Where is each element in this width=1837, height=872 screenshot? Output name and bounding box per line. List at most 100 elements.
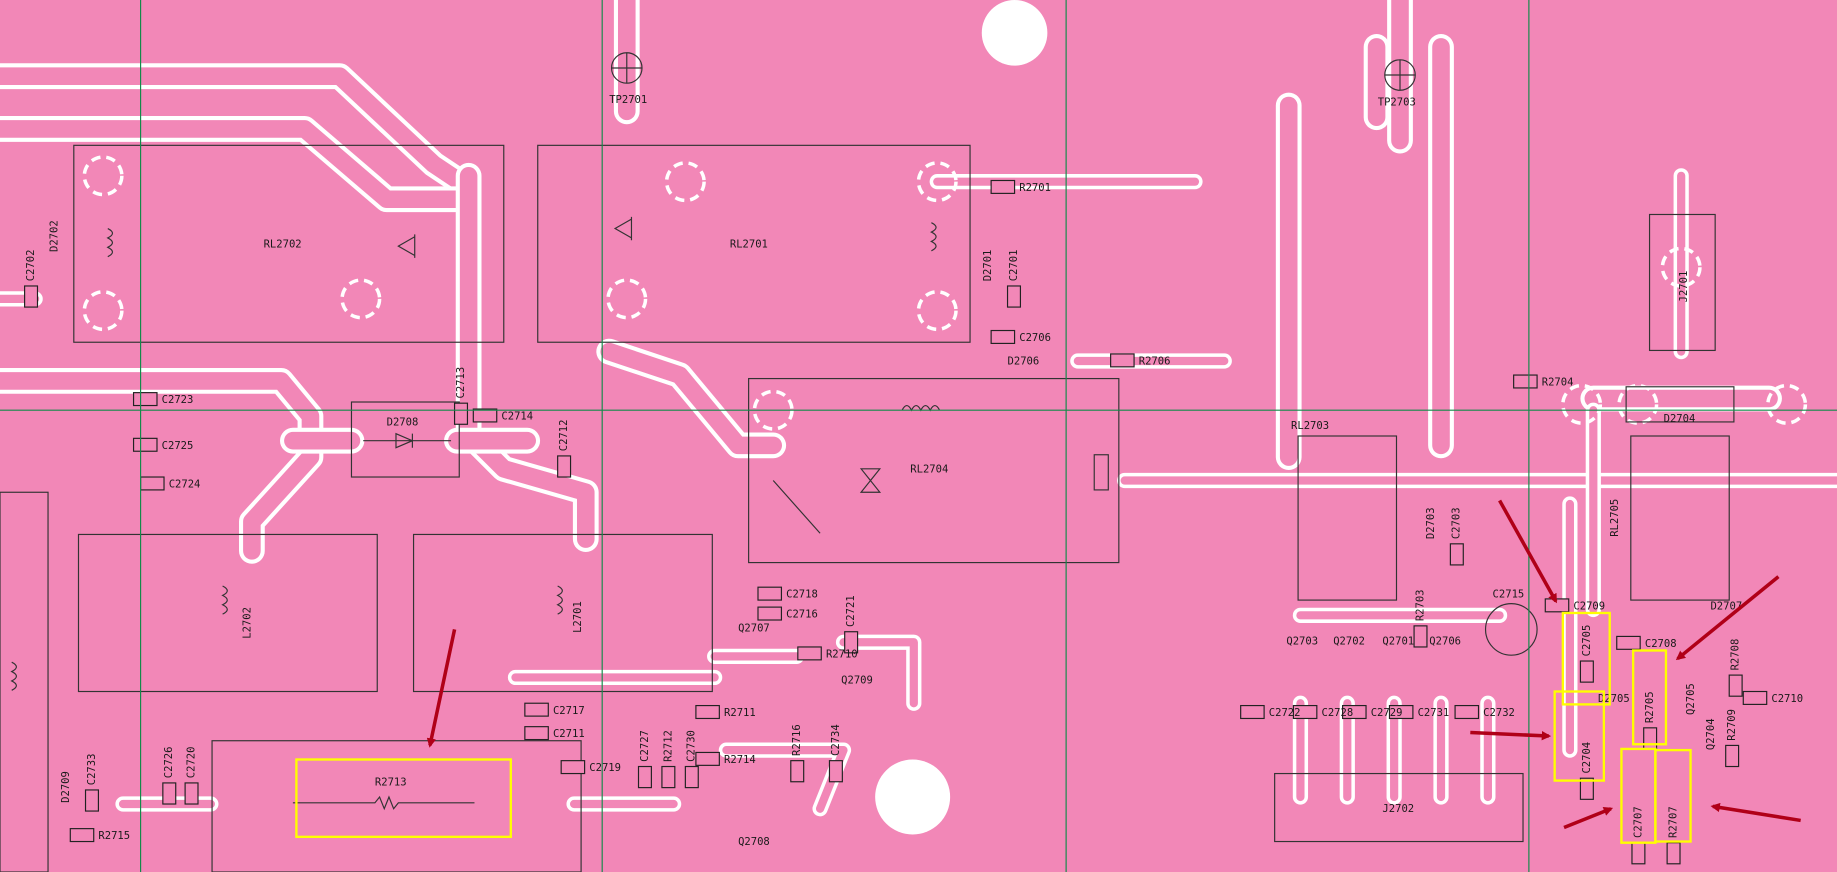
resistor-footprint [990,179,1016,194]
resistor-footprint [69,828,95,843]
component-label-d2709[interactable]: D2709 [60,771,72,803]
thermal-pad [1766,383,1808,425]
copper-trace [839,638,918,708]
component-label-r2708[interactable]: R2708 [1730,639,1742,671]
component-label-d2707[interactable]: D2707 [1710,600,1742,612]
component-label-c2730[interactable]: C2730 [686,730,698,762]
component-label-c2723[interactable]: C2723 [162,394,194,406]
component-label-q2707[interactable]: Q2707 [738,623,770,635]
component-label-c2712[interactable]: C2712 [558,420,570,452]
inductor-l2701-outline [412,533,713,693]
component-label-c2717[interactable]: C2717 [553,705,585,717]
component-label-r2705[interactable]: R2705 [1644,691,1656,723]
component-label-q2704[interactable]: Q2704 [1705,718,1717,750]
component-label-rl2702[interactable]: RL2702 [264,238,302,250]
component-label-c2721[interactable]: C2721 [845,595,857,627]
component-label-c2718[interactable]: C2718 [786,589,818,601]
component-label-r2710[interactable]: R2710 [826,649,858,661]
component-label-d2702[interactable]: D2702 [48,220,60,252]
component-label-c2705[interactable]: C2705 [1581,625,1593,657]
component-label-d2703[interactable]: D2703 [1425,507,1437,539]
component-label-c2709[interactable]: C2709 [1573,600,1605,612]
component-label-c2725[interactable]: C2725 [162,440,194,452]
component-label-c2710[interactable]: C2710 [1771,693,1803,705]
component-label-tp2701[interactable]: TP2701 [609,94,647,106]
component-label-c2704[interactable]: C2704 [1581,742,1593,774]
component-label-c2711[interactable]: C2711 [553,728,585,740]
component-label-c2726[interactable]: C2726 [163,747,175,779]
component-label-c2707[interactable]: C2707 [1632,806,1644,838]
component-label-r2704[interactable]: R2704 [1542,377,1574,389]
component-label-c2714[interactable]: C2714 [501,411,533,423]
component-label-tp2703[interactable]: TP2703 [1378,96,1416,108]
component-label-d2705[interactable]: D2705 [1598,693,1630,705]
highlight-r2705 [1631,649,1668,746]
component-label-r2711[interactable]: R2711 [724,707,756,719]
component-label-l2702[interactable]: L2702 [242,607,254,639]
component-label-c2729[interactable]: C2729 [1371,707,1403,719]
capacitor-footprint [1342,704,1367,720]
capacitor-footprint [990,329,1016,344]
component-label-q2709[interactable]: Q2709 [841,674,873,686]
component-label-l2701[interactable]: L2701 [572,601,584,633]
capacitor-footprint [1742,690,1768,705]
component-label-r2706[interactable]: R2706 [1139,356,1171,368]
component-label-q2703[interactable]: Q2703 [1286,636,1318,648]
component-label-c2703[interactable]: C2703 [1451,507,1463,539]
component-label-c2706[interactable]: C2706 [1019,332,1051,344]
component-label-d2706[interactable]: D2706 [1008,356,1040,368]
component-label-c2733[interactable]: C2733 [86,754,98,786]
component-label-rl2703[interactable]: RL2703 [1291,420,1329,432]
capacitor-footprint [184,782,199,805]
resistor-footprint [1728,674,1743,697]
component-label-c2731[interactable]: C2731 [1418,707,1450,719]
capacitor-footprint [524,702,549,717]
component-label-c2713[interactable]: C2713 [455,367,467,399]
component-label-d2708[interactable]: D2708 [387,416,419,428]
component-label-d2701[interactable]: D2701 [982,250,994,282]
capacitor-c2715-outline [1484,603,1538,656]
component-label-c2727[interactable]: C2727 [639,730,651,762]
component-label-r2716[interactable]: R2716 [791,724,803,756]
component-label-c2722[interactable]: C2722 [1269,707,1301,719]
component-label-c2734[interactable]: C2734 [830,724,842,756]
component-label-j2701[interactable]: J2701 [1678,271,1690,303]
component-label-c2732[interactable]: C2732 [1483,707,1515,719]
component-label-rl2705[interactable]: RL2705 [1609,499,1621,537]
component-label-c2715[interactable]: C2715 [1493,589,1525,601]
component-label-r2703[interactable]: R2703 [1414,589,1426,621]
component-label-rl2701[interactable]: RL2701 [730,238,768,250]
capacitor-footprint [637,765,652,789]
component-label-r2709[interactable]: R2709 [1726,709,1738,741]
component-label-q2701[interactable]: Q2701 [1382,636,1414,648]
component-label-c2728[interactable]: C2728 [1322,707,1354,719]
component-label-q2708[interactable]: Q2708 [738,836,770,848]
component-label-d2704[interactable]: D2704 [1664,413,1696,425]
component-label-r2712[interactable]: R2712 [662,730,674,762]
component-label-c2708[interactable]: C2708 [1645,638,1677,650]
component-label-q2705[interactable]: Q2705 [1685,683,1697,715]
component-label-c2702[interactable]: C2702 [25,250,37,282]
component-footprints [24,179,1768,865]
component-label-r2701[interactable]: R2701 [1019,182,1051,194]
component-label-rl2704[interactable]: RL2704 [910,463,948,475]
thermal-pad [1660,246,1702,288]
component-label-r2707[interactable]: R2707 [1667,806,1679,838]
component-label-q2706[interactable]: Q2706 [1429,636,1461,648]
resistor-footprint [790,760,805,783]
component-label-c2724[interactable]: C2724 [169,479,201,491]
component-label-r2715[interactable]: R2715 [98,830,130,842]
relay-rl2702-outline [73,144,505,343]
component-label-j2702[interactable]: J2702 [1382,803,1414,815]
component-label-c2716[interactable]: C2716 [786,609,818,621]
component-label-c2720[interactable]: C2720 [185,747,197,779]
component-label-r2714[interactable]: R2714 [724,754,756,766]
component-label-c2701[interactable]: C2701 [1008,250,1020,282]
capacitor-footprint [560,760,586,775]
component-label-q2702[interactable]: Q2702 [1333,636,1365,648]
component-label-r2713[interactable]: R2713 [375,776,407,788]
copper-trace [1565,406,1598,755]
component-label-c2719[interactable]: C2719 [589,762,621,774]
